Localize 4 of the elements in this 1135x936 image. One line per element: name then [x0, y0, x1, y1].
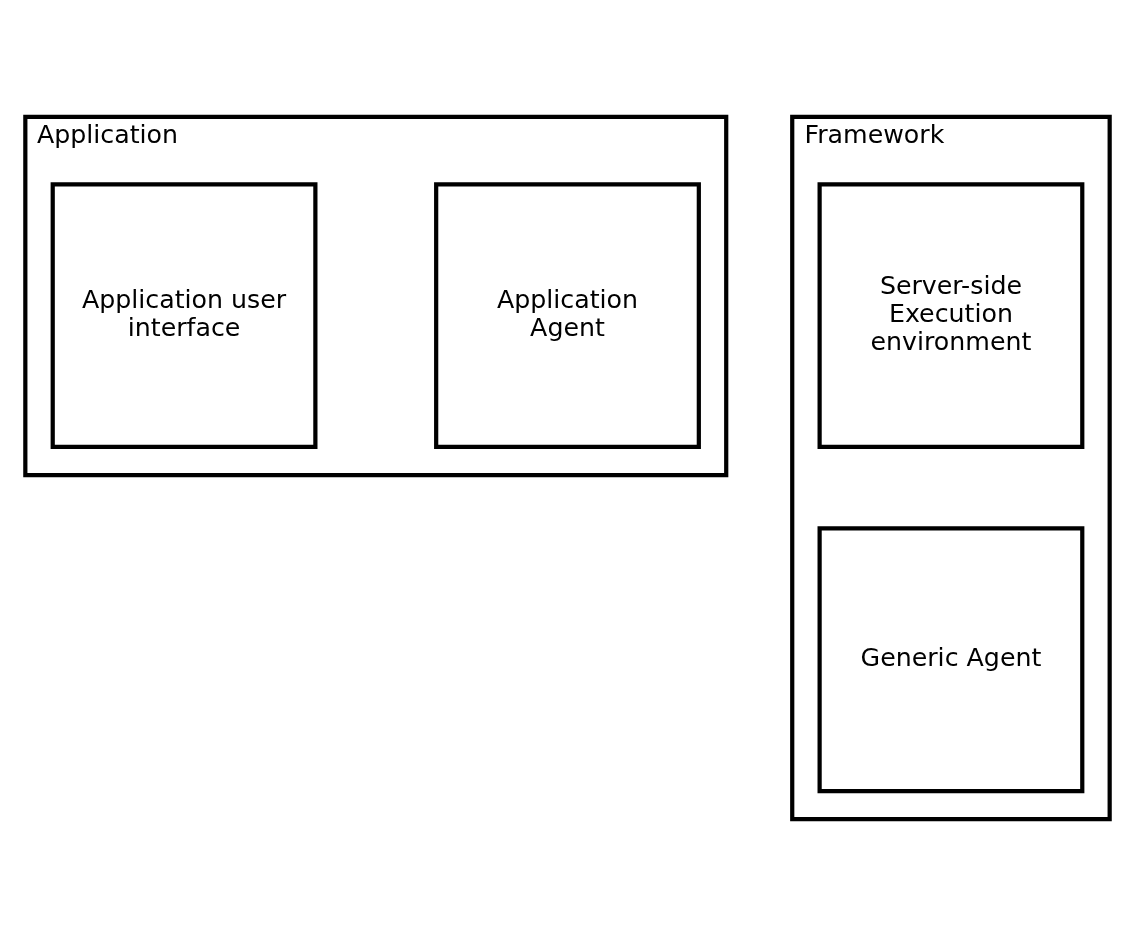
node-box: Application Agent [434, 182, 701, 450]
node-box: Application user interface [50, 182, 318, 450]
node-box: Generic Agent [817, 526, 1085, 794]
node-box: Server-side Execution environment [817, 182, 1085, 450]
